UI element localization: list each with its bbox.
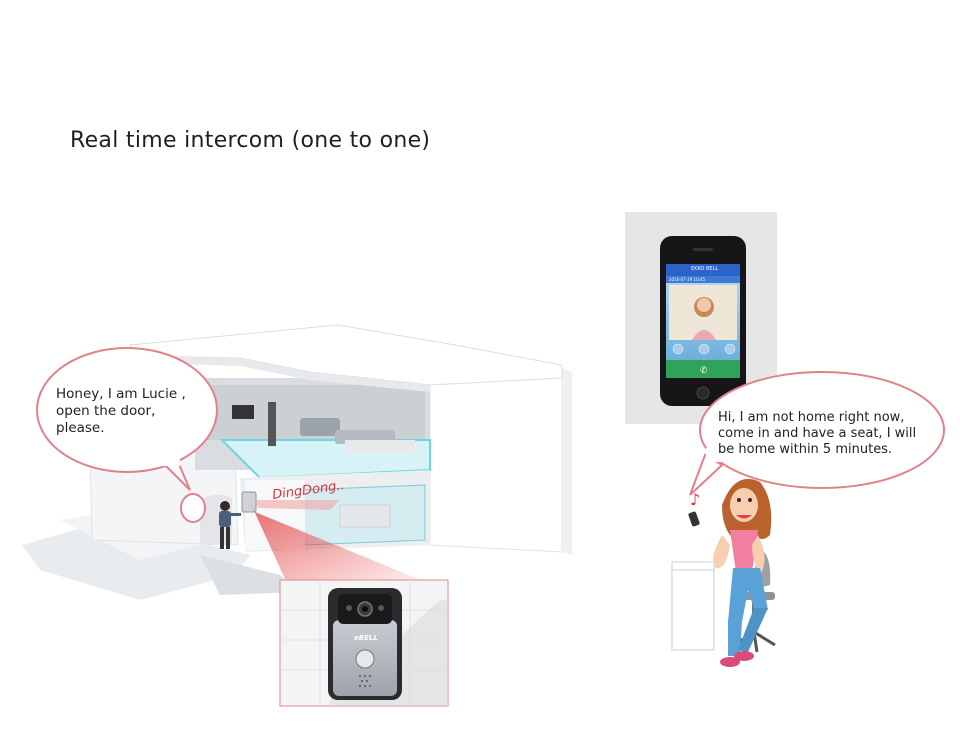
visitor-bubble	[36, 347, 218, 473]
page-title: Real time intercom (one to one)	[70, 128, 431, 153]
owner-bubble-text: Hi, I am not home right now, come in and…	[718, 410, 917, 457]
thought-dot	[180, 493, 206, 523]
tv-screen	[232, 405, 254, 419]
visitor-bubble-text: Honey, I am Lucie , open the door, pleas…	[56, 386, 186, 436]
wall-doorbell	[241, 491, 257, 513]
phone-app-title: EKKO BELL	[691, 266, 719, 272]
doorbell-brand-logo: eBELL	[354, 634, 378, 642]
doorbell-zoom-panel	[279, 579, 449, 707]
smartphone: ✆	[660, 236, 746, 406]
call-button	[355, 649, 375, 669]
svg-text:✆: ✆	[700, 366, 708, 376]
music-note-icon: ♪	[690, 490, 700, 509]
house	[22, 324, 572, 600]
camera-beam	[250, 502, 445, 590]
owner-bubble	[699, 371, 945, 489]
house-right-wall	[429, 367, 563, 553]
porch-ground	[22, 520, 250, 600]
answer-bar	[666, 360, 740, 378]
cabinet	[671, 561, 715, 651]
visitor-figure	[219, 501, 241, 549]
phone-status-text: 2016-07-19 10:45	[669, 277, 706, 282]
steps	[200, 555, 300, 595]
woman-figure: ♪	[671, 478, 776, 667]
